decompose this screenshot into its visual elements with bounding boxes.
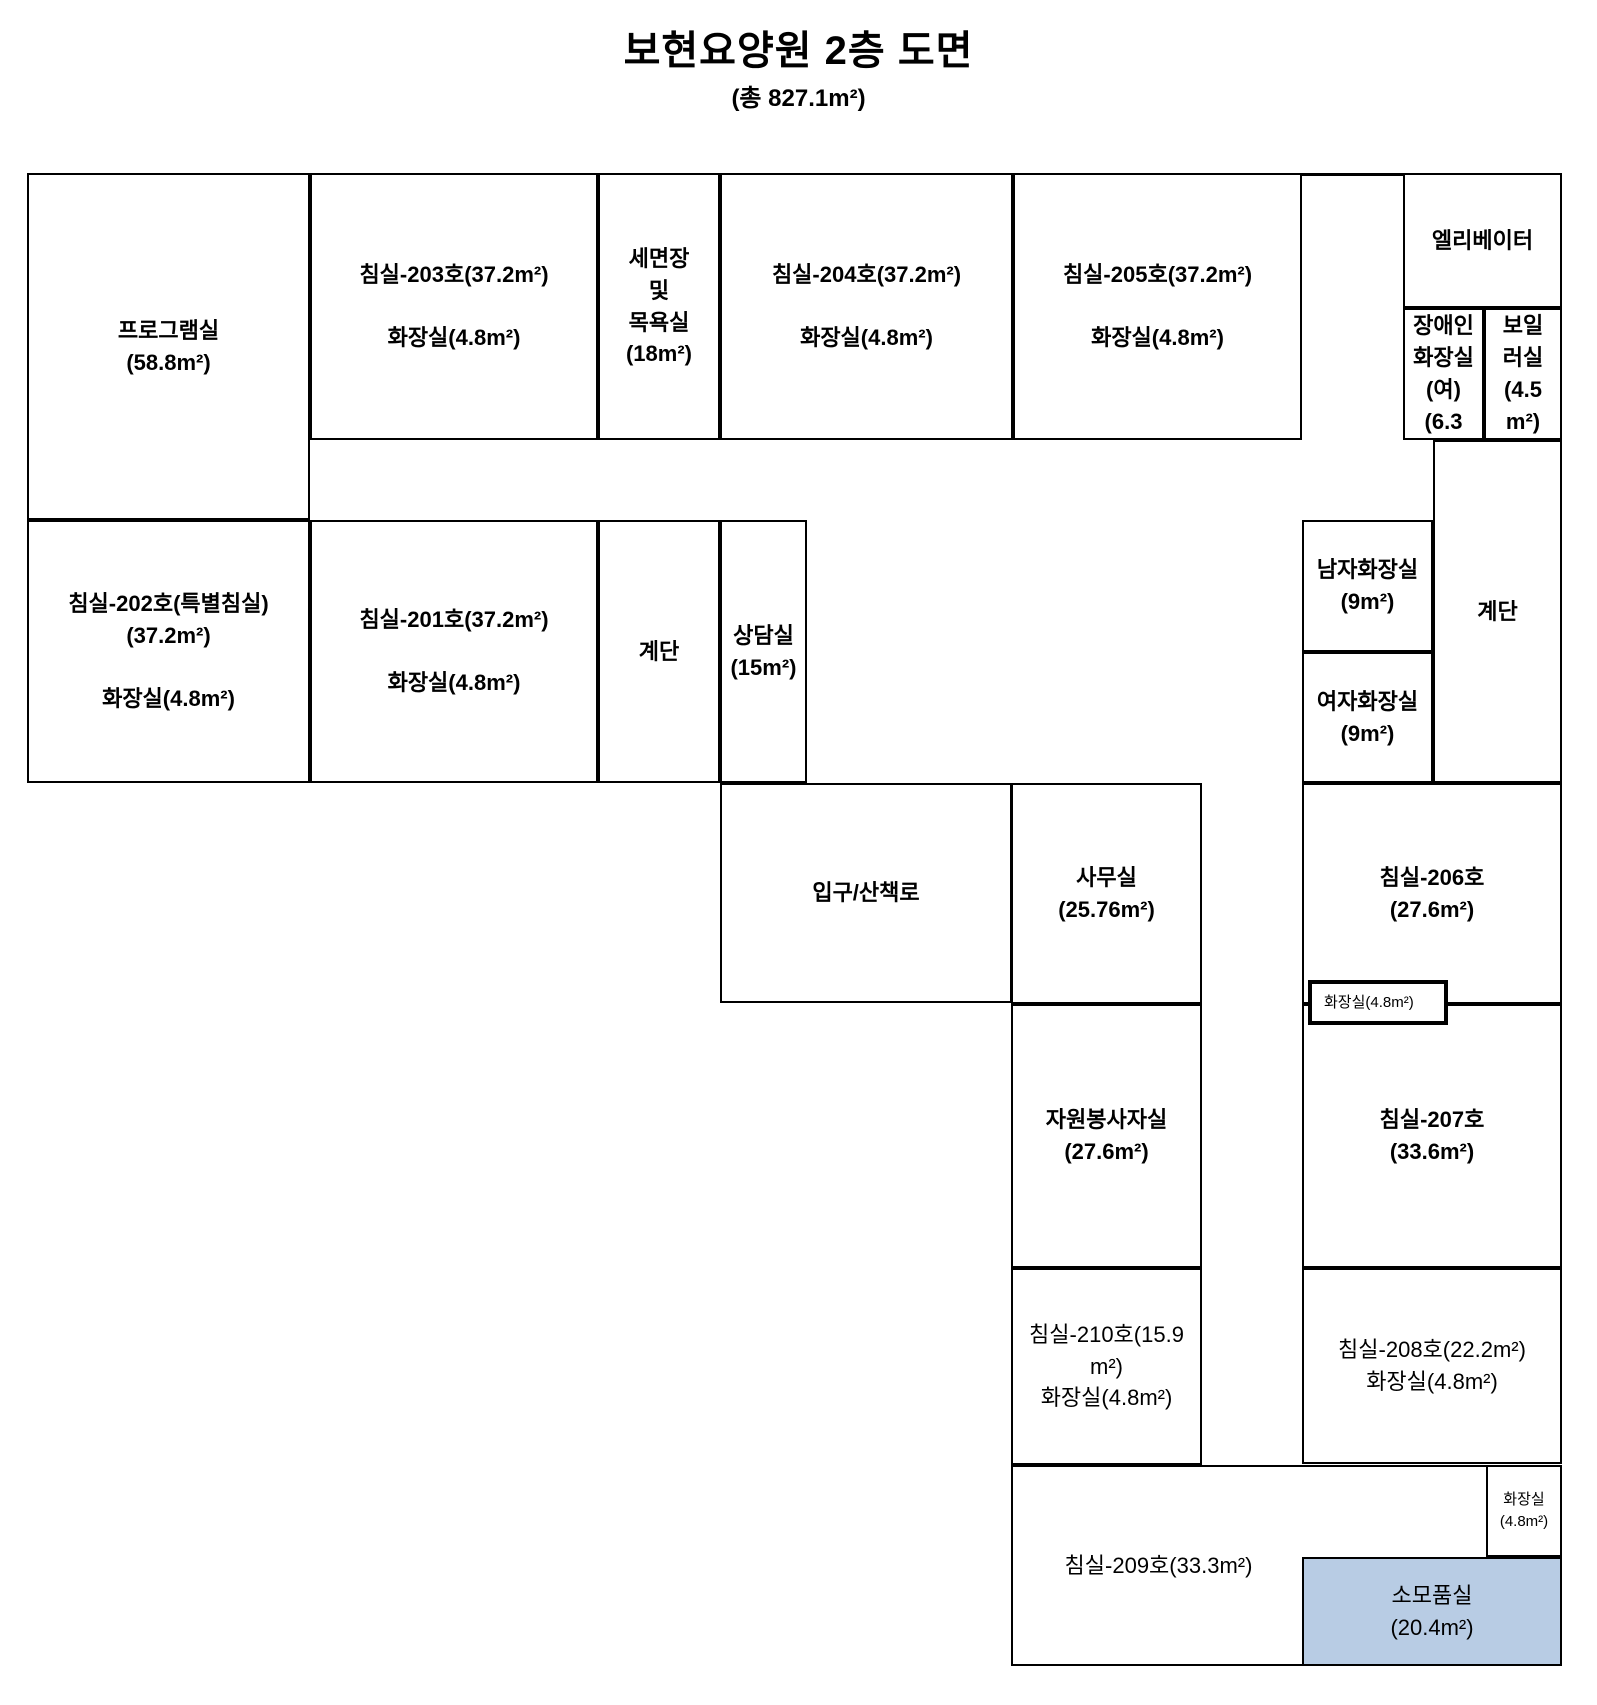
room-label-line: 화장실(4.8m²)	[387, 670, 521, 696]
room-elevator: 엘리베이터	[1403, 173, 1562, 308]
room-label-line: 화장실	[1413, 345, 1474, 371]
room-label-line: 침실-202호(특별침실)	[68, 590, 269, 616]
room-bedroom-202-special: 침실-202호(특별침실) (37.2m²) 화장실(4.8m²)	[27, 520, 310, 783]
room-label-line: (18m²)	[625, 341, 692, 367]
room-label-line: 자원봉사자실	[1045, 1107, 1168, 1133]
room-bedroom-201: 침실-201호(37.2m²) 화장실(4.8m²)	[310, 520, 598, 783]
room-label-line: (4.5	[1504, 377, 1542, 402]
room-bedroom-208: 침실-208호(22.2m²) 화장실(4.8m²)	[1302, 1268, 1562, 1464]
room-label-line: 화장실(4.8m²)	[1324, 993, 1414, 1011]
room-bedroom-205: 침실-205호(37.2m²) 화장실(4.8m²)	[1013, 173, 1302, 440]
room-bedroom-210: 침실-210호(15.9 m²) 화장실(4.8m²)	[1011, 1268, 1202, 1465]
room-label-line: 침실-205호(37.2m²)	[1062, 261, 1253, 287]
room-label-line: 엘리베이터	[1431, 227, 1534, 253]
room-stairs-west: 계단	[598, 520, 720, 783]
room-label-line: 상담실	[733, 622, 794, 648]
room-label-line: 여자화장실	[1316, 688, 1419, 714]
room-label-line: 러실	[1502, 345, 1544, 371]
room-label-line: (58.8m²)	[126, 349, 211, 375]
room-label-line: m²)	[1090, 1353, 1123, 1379]
room-bedroom-206: 침실-206호 (27.6m²)	[1302, 783, 1562, 1004]
room-label-line: 화장실(4.8m²)	[1040, 1385, 1173, 1411]
room-label-line: (15m²)	[730, 654, 797, 680]
room-label-line: 화장실(4.8m²)	[800, 325, 933, 351]
room-womens-toilet: 여자화장실 (9m²)	[1302, 652, 1433, 783]
room-label-line: 화장실(4.8m²)	[102, 686, 235, 712]
room-label-line: 침실-209호(33.3m²)	[1064, 1552, 1253, 1578]
room-toilet-209: 화장실 (4.8m²)	[1486, 1465, 1562, 1557]
room-bedroom-204: 침실-204호(37.2m²) 화장실(4.8m²)	[720, 173, 1013, 440]
room-label-line: 계단	[1477, 598, 1518, 624]
room-label-line: 침실-203호(37.2m²)	[359, 261, 549, 287]
room-label-line: 침실-208호(22.2m²)	[1338, 1337, 1526, 1363]
room-label-box: 침실-209호(33.3m²)	[1013, 1467, 1304, 1664]
room-label-line: 소모품실	[1391, 1582, 1473, 1608]
page-title: 보현요양원 2층 도면	[623, 29, 974, 73]
room-label-line: 남자화장실	[1316, 557, 1419, 583]
room-label-line: (4.8m²)	[1499, 1513, 1549, 1530]
corridor-top-wall	[1302, 173, 1405, 176]
room-label-line: 침실-210호(15.9	[1029, 1321, 1184, 1347]
room-label-line: 세면장	[628, 245, 690, 271]
room-counseling-room: 상담실 (15m²)	[720, 520, 807, 783]
room-label-line: (27.6m²)	[1389, 896, 1475, 922]
room-label-line: (27.6m²)	[1064, 1139, 1149, 1164]
room-label-line: (25.76m²)	[1058, 896, 1155, 922]
room-label-line: (9m²)	[1340, 720, 1395, 746]
room-label-line: 화장실(4.8m²)	[1366, 1369, 1498, 1394]
room-label-line: 침실-207호	[1379, 1107, 1485, 1133]
room-volunteer-room: 자원봉사자실 (27.6m²)	[1011, 1004, 1202, 1268]
room-label-line: (9m²)	[1340, 589, 1395, 614]
room-label-line: 프로그램실	[117, 317, 220, 343]
room-bedroom-203: 침실-203호(37.2m²) 화장실(4.8m²)	[310, 173, 598, 440]
room-toilet-206-207: 화장실(4.8m²)	[1308, 980, 1448, 1025]
room-label-line: 및	[648, 277, 670, 303]
room-label-line: 침실-201호(37.2m²)	[359, 606, 549, 632]
room-label-line: (6.3	[1424, 408, 1463, 434]
room-label-line: (20.4m²)	[1390, 1614, 1474, 1640]
room-label-line: (37.2m²)	[126, 622, 211, 648]
room-label-line: 사무실	[1076, 864, 1137, 890]
room-label-line: 침실-204호(37.2m²)	[771, 261, 962, 287]
room-label-line: 계단	[638, 638, 680, 664]
room-entrance-walkway: 입구/산책로	[720, 783, 1012, 1003]
room-label-line: (33.6m²)	[1389, 1139, 1475, 1164]
room-label-line: m²)	[1505, 408, 1541, 434]
room-program-room: 프로그램실 (58.8m²)	[27, 173, 310, 520]
room-label-line: 장애인	[1413, 313, 1474, 339]
room-label-line: (여)	[1426, 377, 1461, 402]
room-label-line: 화장실	[1503, 1491, 1545, 1509]
room-supplies-room: 소모품실 (20.4m²)	[1302, 1557, 1562, 1666]
room-stairs-east: 계단	[1433, 440, 1562, 783]
room-label-line: 침실-206호	[1379, 864, 1485, 890]
room-label-line: 입구/산책로	[812, 880, 920, 906]
page-subtitle: (총 827.1m²)	[731, 85, 866, 112]
room-label-line: 보일	[1502, 313, 1544, 339]
room-office: 사무실 (25.76m²)	[1011, 783, 1202, 1004]
room-bedroom-207: 침실-207호 (33.6m²)	[1302, 1004, 1562, 1268]
room-label-line: 화장실(4.8m²)	[1091, 325, 1224, 351]
room-label-line: 목욕실	[628, 309, 690, 335]
room-label-line: 화장실(4.8m²)	[387, 325, 521, 351]
room-mens-toilet: 남자화장실 (9m²)	[1302, 520, 1433, 652]
